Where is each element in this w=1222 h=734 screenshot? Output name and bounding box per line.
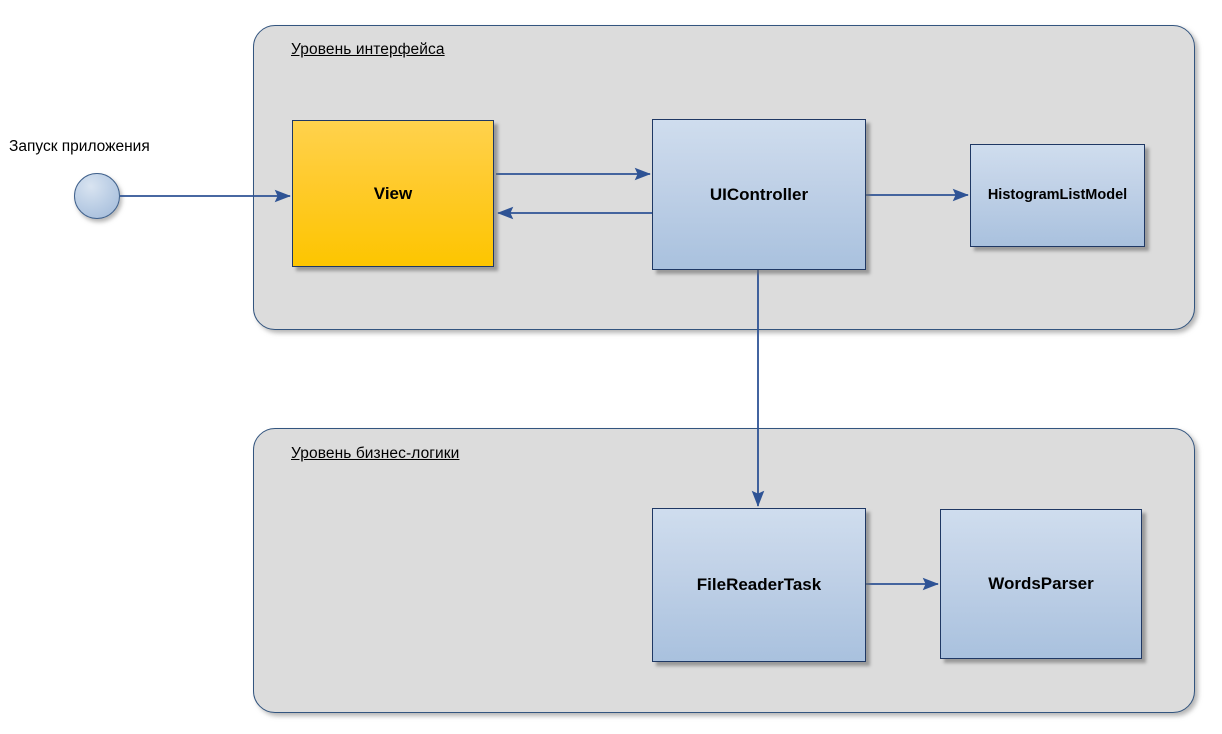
node-view[interactable]: View	[292, 120, 494, 267]
layer-label-business: Уровень бизнес-логики	[291, 445, 460, 462]
node-histogramlistmodel-label: HistogramListModel	[987, 187, 1128, 204]
node-uicontroller[interactable]: UIController	[652, 119, 866, 270]
start-label: Запуск приложения	[9, 138, 150, 155]
node-wordsparser-label: WordsParser	[988, 574, 1094, 594]
layer-label-ui: Уровень интерфейса	[291, 41, 445, 58]
node-view-label: View	[373, 183, 413, 203]
start-node[interactable]	[74, 173, 120, 219]
node-filereadertask[interactable]: FileReaderTask	[652, 508, 866, 662]
node-wordsparser[interactable]: WordsParser	[940, 509, 1142, 659]
node-histogramlistmodel[interactable]: HistogramListModel	[970, 144, 1145, 247]
node-filereadertask-label: FileReaderTask	[696, 575, 822, 595]
node-uicontroller-label: UIController	[709, 184, 809, 204]
